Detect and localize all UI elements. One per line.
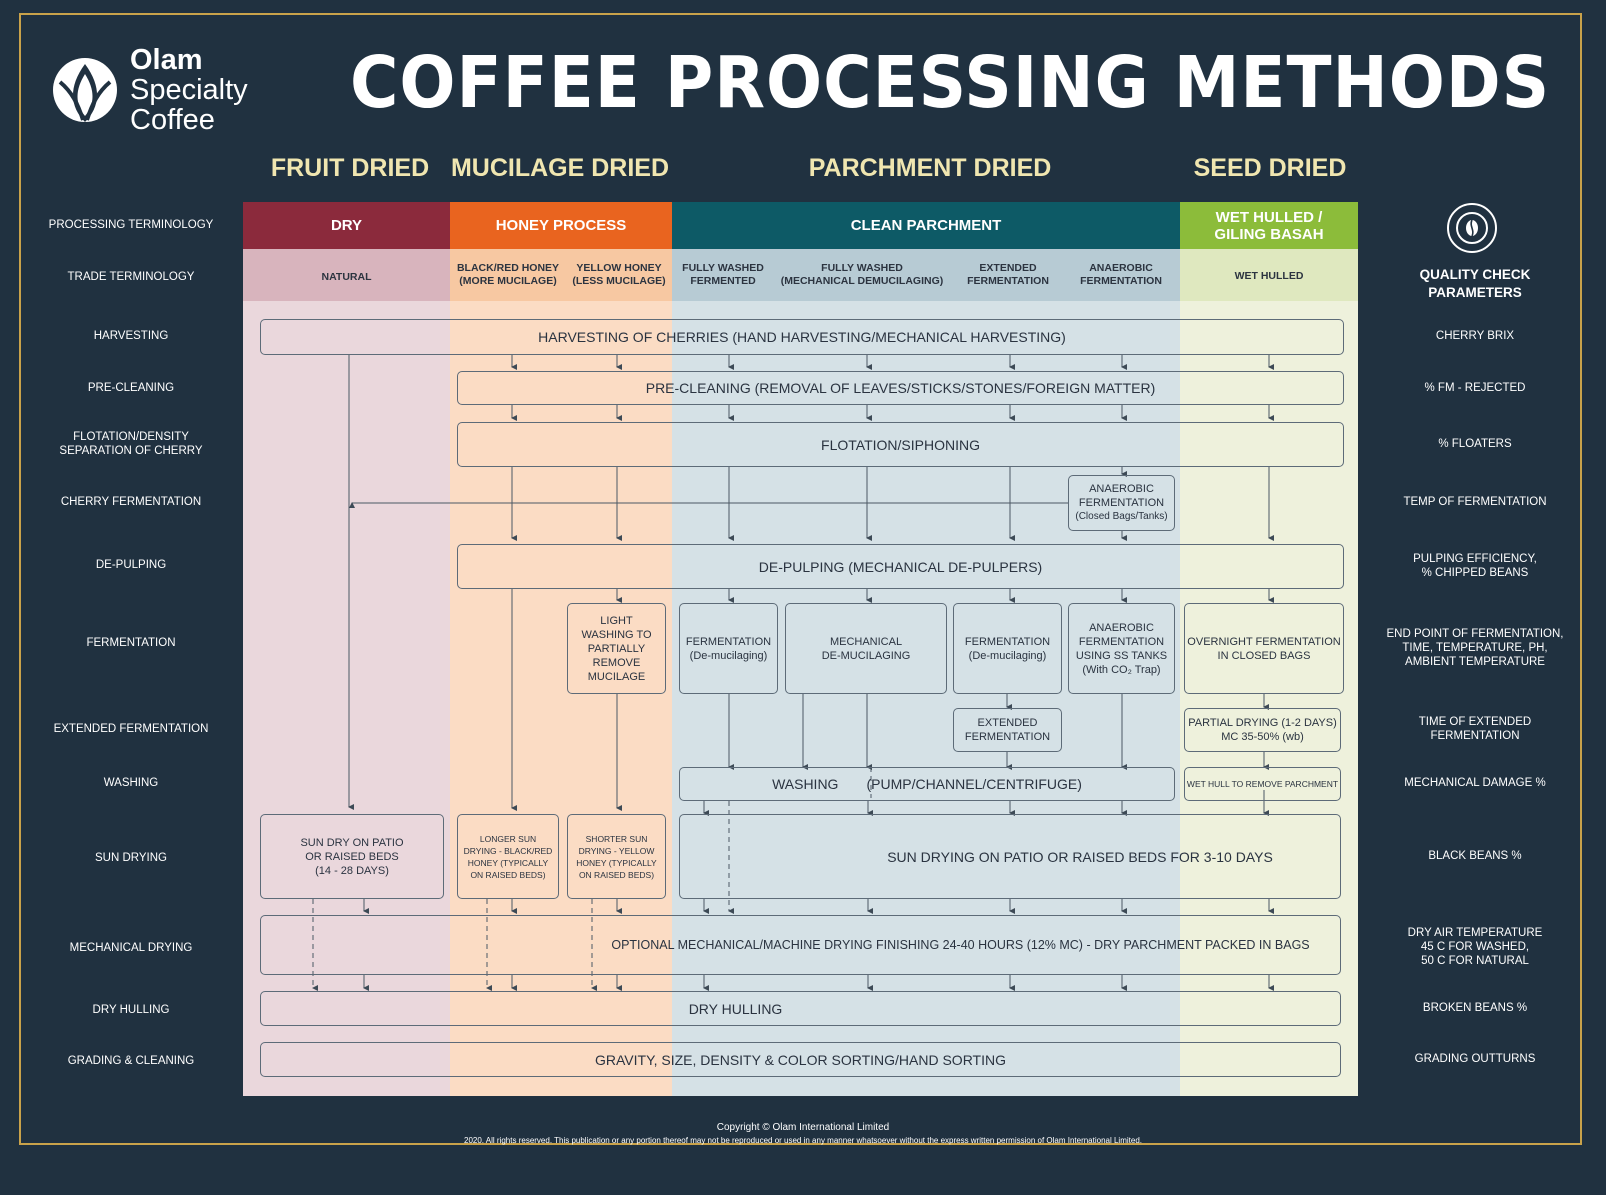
row-cherry-fermentation: CHERRY FERMENTATION [60, 496, 202, 508]
step-washing: WASHING(PUMP/CHANNEL/CENTRIFUGE) [679, 767, 1175, 801]
step-grading: GRAVITY, SIZE, DENSITY & COLOR SORTING/H… [260, 1042, 1341, 1077]
category-mucilage-dried: MUCILAGE DRIED [450, 154, 670, 182]
row-dry-hulling: DRY HULLING [92, 1004, 170, 1016]
row-harvesting: HARVESTING [93, 330, 169, 342]
olam-leaf-icon [50, 52, 120, 124]
column-bg-wet [1180, 249, 1358, 1096]
row-trade-terminology: TRADE TERMINOLOGY [67, 271, 195, 283]
row-washing: WASHING [103, 777, 159, 789]
trade-bg-honey [450, 249, 672, 301]
category-fruit-dried: FRUIT DRIED [270, 154, 430, 182]
qc-mechanical-damage: MECHANICAL DAMAGE % [1404, 777, 1546, 789]
qc-cherry-brix: CHERRY BRIX [1435, 330, 1515, 342]
qc-fm-rejected: % FM - REJECTED [1424, 382, 1526, 394]
step-fermentation-demucilaging: FERMENTATION(De-mucilaging) [679, 603, 778, 694]
category-parchment-dried: PARCHMENT DRIED [808, 154, 1052, 182]
trade-fw-mechanical: FULLY WASHED(MECHANICAL DEMUCILAGING) [780, 262, 944, 287]
trade-black-honey: BLACK/RED HONEY(MORE MUCILAGE) [456, 262, 560, 287]
row-extended-fermentation: EXTENDED FERMENTATION [53, 723, 209, 735]
row-mechanical-drying: MECHANICAL DRYING [69, 942, 193, 954]
qc-black-beans: BLACK BEANS % [1428, 850, 1522, 862]
trade-bg-parchment [672, 249, 1180, 301]
step-wet-hull: WET HULL TO REMOVE PARCHMENT [1184, 767, 1341, 801]
category-seed-dried: SEED DRIED [1193, 154, 1347, 182]
step-harvesting: HARVESTING OF CHERRIES (HAND HARVESTING/… [260, 319, 1344, 355]
step-sun-drying-main: SUN DRYING ON PATIO OR RAISED BEDS FOR 3… [679, 814, 1341, 899]
trade-wet-hulled: WET HULLED [1234, 270, 1304, 282]
column-bg-parchment [672, 249, 1180, 1096]
step-partial-drying: PARTIAL DRYING (1-2 DAYS)MC 35-50% (wb) [1184, 708, 1341, 752]
page-border [19, 13, 1582, 1145]
coffee-bean-target-icon [1446, 202, 1498, 254]
column-bg-dry [243, 249, 450, 1096]
trade-natural: NATURAL [321, 271, 372, 283]
brand-name: Olam [130, 44, 203, 76]
trade-bg-dry [243, 249, 450, 301]
process-honey: HONEY PROCESS [450, 202, 672, 249]
row-sun-drying: SUN DRYING [95, 852, 167, 864]
row-processing-terminology: PROCESSING TERMINOLOGY [48, 219, 214, 231]
rights-notice: 2020. All rights reserved. This publicat… [464, 1136, 1142, 1145]
qc-grading-outturns: GRADING OUTTURNS [1414, 1053, 1536, 1065]
qc-broken-beans: BROKEN BEANS % [1422, 1002, 1528, 1014]
row-fermentation: FERMENTATION [86, 637, 176, 649]
step-mechanical-drying: OPTIONAL MECHANICAL/MACHINE DRYING FINIS… [260, 915, 1341, 975]
step-flotation: FLOTATION/SIPHONING [457, 422, 1344, 467]
process-wet-hulled: WET HULLED /GILING BASAH [1180, 202, 1358, 249]
brand-line-3: Coffee [130, 104, 215, 136]
step-fermentation-demucilaging-ext: FERMENTATION(De-mucilaging) [953, 603, 1062, 694]
row-de-pulping: DE-PULPING [95, 559, 167, 571]
trade-yellow-honey: YELLOW HONEY(LESS MUCILAGE) [572, 262, 666, 287]
qc-floaters: % FLOATERS [1438, 438, 1512, 450]
step-pre-cleaning: PRE-CLEANING (REMOVAL OF LEAVES/STICKS/S… [457, 371, 1344, 405]
step-dry-hulling: DRY HULLING [260, 991, 1341, 1026]
qc-endpoint: END POINT OF FERMENTATION,TIME, TEMPERAT… [1386, 628, 1564, 668]
brand-line-2: Specialty [130, 74, 248, 106]
process-clean-parchment: CLEAN PARCHMENT [672, 202, 1180, 249]
trade-bg-wet [1180, 249, 1358, 301]
process-dry: DRY [243, 202, 450, 249]
row-pre-cleaning: PRE-CLEANING [87, 382, 175, 394]
row-grading: GRADING & CLEANING [67, 1055, 195, 1067]
qc-pulping: PULPING EFFICIENCY,% CHIPPED BEANS [1413, 553, 1537, 579]
copyright: Copyright © Olam International Limited [716, 1122, 890, 1133]
qc-temp-fermentation: TEMP OF FERMENTATION [1403, 496, 1547, 508]
step-de-pulping: DE-PULPING (MECHANICAL DE-PULPERS) [457, 544, 1344, 589]
